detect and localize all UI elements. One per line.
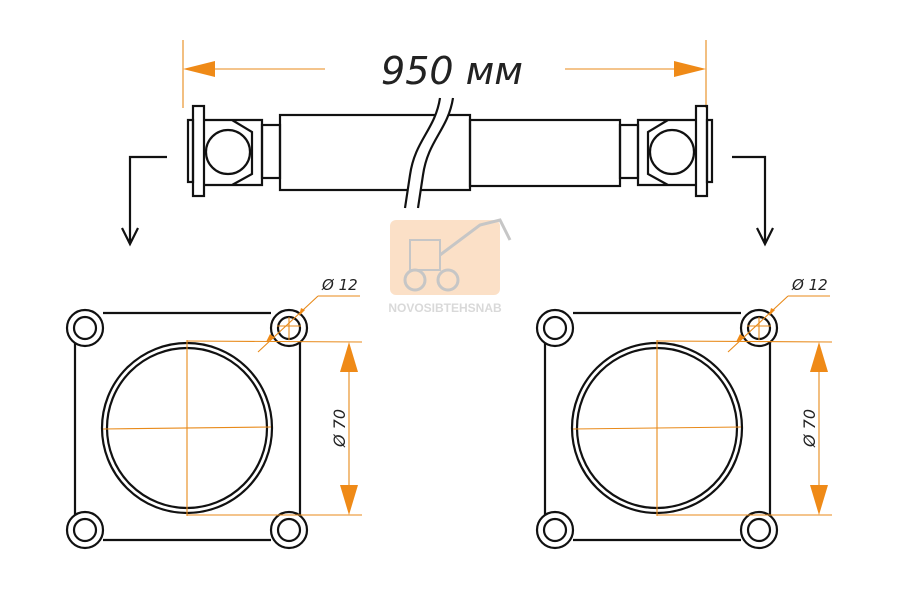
bolt-hole (542, 517, 568, 543)
bore-diameter-label: Ø 70 (800, 409, 819, 448)
driveshaft (186, 97, 714, 209)
bolt-hole (542, 315, 568, 341)
length-label: 950 мм (381, 49, 523, 93)
hole-diameter-label: Ø 12 (321, 276, 358, 294)
flange-view-right: Ø 12 Ø 70 (535, 276, 833, 550)
bolt-hole (746, 517, 772, 543)
hole-diameter-label: Ø 12 (791, 276, 828, 294)
bolt-hole (276, 517, 302, 543)
arrow-left-icon (183, 61, 215, 77)
watermark-text: NOVOSIBTEHSNAB (388, 301, 502, 315)
flange-view-left: Ø 12 Ø 70 (65, 276, 363, 550)
section-arrows (121, 155, 774, 247)
bolt-hole (72, 517, 98, 543)
bore-diameter-label: Ø 70 (330, 409, 349, 448)
arrow-right-icon (674, 61, 706, 77)
bolt-hole (72, 315, 98, 341)
watermark-logo: NOVOSIBTEHSNAB (388, 218, 512, 315)
length-dimension: 950 мм (182, 40, 707, 108)
